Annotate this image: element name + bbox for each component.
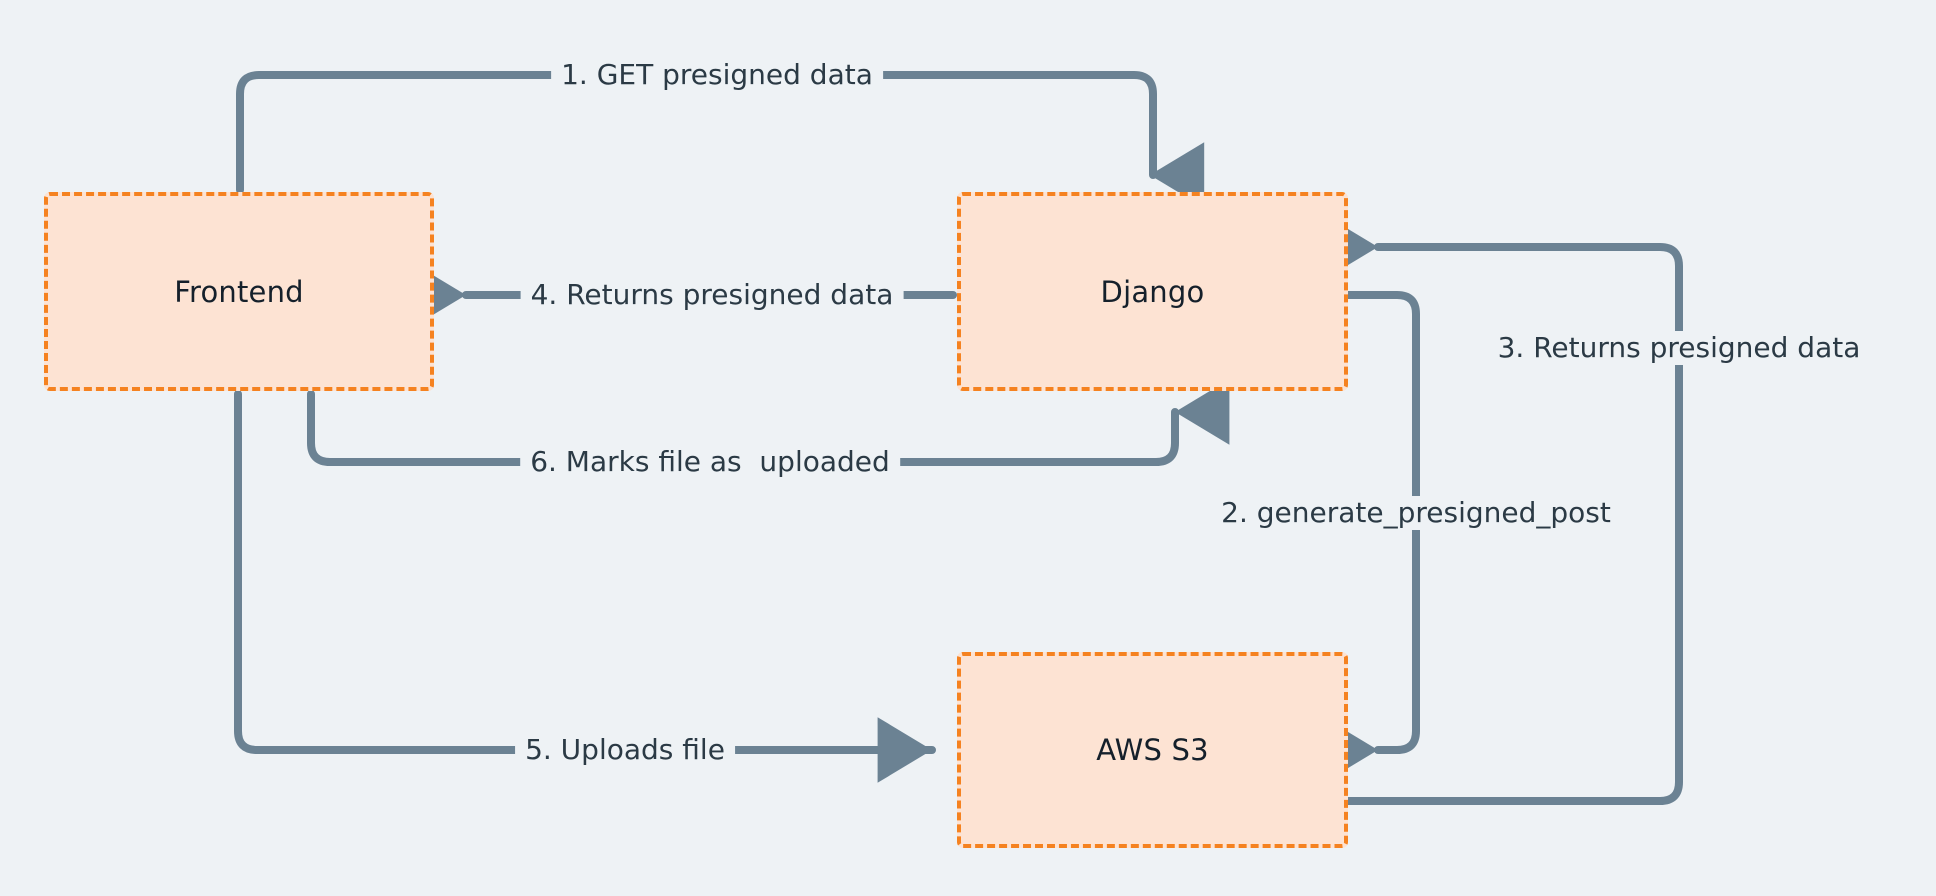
edge-label-6: 6. Marks file as uploaded [520, 445, 900, 479]
edge-3-path [1323, 214, 1683, 805]
edge-1-path [236, 71, 1205, 208]
edge-label-5: 5. Uploads file [515, 733, 735, 767]
edge-5-path [234, 390, 936, 783]
edge-label-4: 4. Returns presigned data [520, 278, 904, 312]
node-django-label: Django [1100, 274, 1205, 309]
node-frontend-label: Frontend [174, 274, 304, 309]
node-django[interactable]: Django [957, 192, 1348, 391]
edge-label-2: 2. generate_presigned_post [1211, 496, 1621, 530]
edge-label-3: 3. Returns presigned data [1487, 331, 1871, 365]
node-aws-s3[interactable]: AWS S3 [957, 652, 1348, 848]
edge-label-1: 1. GET presigned data [551, 58, 883, 92]
node-aws-s3-label: AWS S3 [1096, 733, 1209, 767]
node-frontend[interactable]: Frontend [44, 192, 434, 391]
